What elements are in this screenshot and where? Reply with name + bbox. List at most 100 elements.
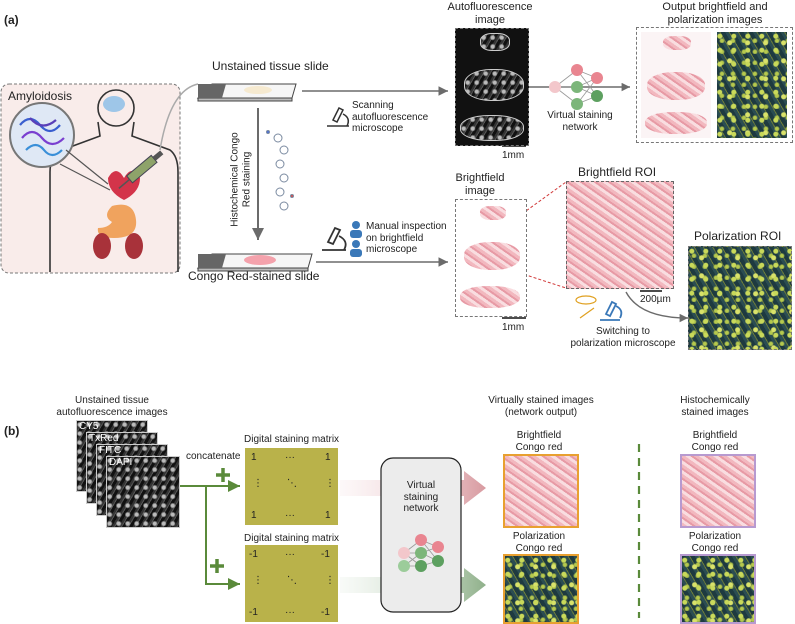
concatenate-label: concatenate xyxy=(186,451,241,462)
histo-bf-image xyxy=(680,454,756,528)
microscope-icon-top xyxy=(327,106,350,127)
inspector-person-icon-1 xyxy=(350,221,362,238)
output-line-2: polarization images xyxy=(667,13,763,26)
virtual-pol-label: Polarization Congo red xyxy=(484,531,594,554)
unstained-slide-label: Unstained tissue slide xyxy=(212,59,329,73)
scale-1mm-bottom-label: 1mm xyxy=(502,322,525,333)
matrix-bottom-ml: ⋮ xyxy=(253,575,263,586)
bf-tissue-2 xyxy=(464,242,520,270)
out-bf-tissue-2 xyxy=(647,72,705,100)
digital-staining-matrix-top: 1 ··· 1 ⋮ ⋱ ⋮ 1 ··· 1 xyxy=(245,448,338,525)
neural-network-icon-bottom xyxy=(398,534,444,572)
matrix-bottom-bl: -1 xyxy=(249,607,258,618)
matrix-bottom-bm: ··· xyxy=(285,607,295,618)
histo-pol-line-2: Congo red xyxy=(691,542,739,554)
panel-b-letter: (b) xyxy=(4,424,20,438)
virtual-pol-line-1: Polarization xyxy=(512,531,566,542)
congo-slide-icon xyxy=(196,253,313,272)
matrix-top-bl: 1 xyxy=(251,510,257,521)
autofluorescence-title: Autofluorescence image xyxy=(440,1,540,26)
scanning-line-3: microscope xyxy=(352,123,404,134)
manual-line-2: on brightfield xyxy=(366,232,424,244)
scale-200um-label: 200µm xyxy=(640,294,671,305)
bf-image-line-2: image xyxy=(465,184,495,197)
channel-label-fitc: FITC xyxy=(99,445,122,456)
histochem-label: Histochemical Congo Red staining xyxy=(230,125,253,235)
scale-1mm-top-label: 1mm xyxy=(502,150,525,161)
histochem-line-2: Red staining xyxy=(241,151,252,208)
congo-red-molecule-icon xyxy=(266,130,294,211)
brightfield-image-title: Brightfield image xyxy=(440,172,520,197)
autofluorescence-image xyxy=(455,28,529,146)
polarization-roi-title: Polarization ROI xyxy=(694,229,782,243)
out-bf-tissue-1 xyxy=(663,36,691,50)
network-box-label: Virtual staining network xyxy=(381,480,461,515)
out-bf-tissue-3 xyxy=(645,112,707,134)
bf-tissue-3 xyxy=(460,286,520,308)
kidney-right-icon xyxy=(125,233,143,259)
output-images-box xyxy=(636,27,793,143)
bf-tissue-1 xyxy=(480,206,506,220)
scanning-line-1: Scanning xyxy=(352,100,394,111)
af-tissue-1 xyxy=(480,33,510,51)
switching-label: Switching to polarization microscope xyxy=(560,326,686,349)
plus-icon-top xyxy=(216,468,230,482)
unstained-af-line-2: autofluorescence images xyxy=(56,406,168,418)
neural-network-icon-top xyxy=(549,64,603,110)
virtual-pol-image xyxy=(503,554,579,624)
matrix-title-top: Digital staining matrix xyxy=(244,434,340,445)
scanning-label: Scanning autofluorescence microscope xyxy=(352,100,428,135)
microscope-icon-polarization xyxy=(600,300,623,321)
brightfield-roi-title: Brightfield ROI xyxy=(578,165,657,179)
polarizer-switch-icon xyxy=(575,295,597,319)
virtual-net-line-2: network xyxy=(562,121,598,133)
autofluor-line-2: image xyxy=(475,13,505,26)
virtual-bf-label: Brightfield Congo red xyxy=(484,430,594,453)
virt-title-line-2: (network output) xyxy=(504,406,578,418)
manual-line-3: microscope xyxy=(366,244,418,255)
matrix-top-tm: ··· xyxy=(285,452,295,463)
stomach-icon xyxy=(97,204,137,238)
matrix-top-bm: ··· xyxy=(285,510,295,521)
virtual-network-label: Virtual staining network xyxy=(540,110,620,133)
channel-label-cy5: CY5 xyxy=(79,421,99,432)
digital-staining-matrix-bottom: -1 ··· -1 ⋮ ⋱ ⋮ -1 ··· -1 xyxy=(245,545,338,622)
histo-pol-image xyxy=(680,554,756,624)
matrix-bottom-mr: ⋮ xyxy=(325,575,335,586)
virtual-pol-line-2: Congo red xyxy=(515,542,563,554)
matrix-top-br: 1 xyxy=(325,510,331,521)
brightfield-roi-image xyxy=(566,181,674,289)
polarization-roi-image xyxy=(688,246,792,350)
manual-inspection-label: Manual inspection on brightfield microsc… xyxy=(366,221,447,256)
brain-icon xyxy=(103,96,125,112)
unstained-af-title: Unstained tissue autofluorescence images xyxy=(52,395,172,418)
hist-title-line-1: Histochemically xyxy=(680,395,750,406)
matrix-top-mr: ⋮ xyxy=(325,478,335,489)
matrix-bottom-tl: -1 xyxy=(249,549,258,560)
magnifier-icon xyxy=(9,102,75,168)
histo-bf-line-1: Brightfield xyxy=(692,430,738,441)
network-line-1: Virtual xyxy=(406,480,436,491)
af-tissue-2 xyxy=(464,69,524,101)
kidney-left-icon xyxy=(93,233,111,259)
output-line-1: Output brightfield and xyxy=(662,1,768,13)
microscope-icon-bottom xyxy=(322,226,347,251)
matrix-top-ml: ⋮ xyxy=(253,478,263,489)
channel-image-dapi xyxy=(106,456,180,528)
virtual-net-line-1: Virtual staining xyxy=(547,110,613,121)
output-title: Output brightfield and polarization imag… xyxy=(640,1,790,26)
output-brightfield xyxy=(641,32,711,138)
histo-pol-label: Polarization Congo red xyxy=(660,531,770,554)
unstained-slide-icon xyxy=(196,83,297,102)
virtual-images-title: Virtually stained images (network output… xyxy=(476,395,606,418)
histochem-line-1: Histochemical Congo xyxy=(229,132,241,227)
matrix-top-tr: 1 xyxy=(325,452,331,463)
hist-title-line-2: stained images xyxy=(681,406,749,418)
matrix-top-mm: ⋱ xyxy=(287,478,297,489)
manual-line-1: Manual inspection xyxy=(366,221,447,232)
matrix-title-bottom: Digital staining matrix xyxy=(244,533,340,544)
virtual-bf-image xyxy=(503,454,579,528)
network-line-2: staining xyxy=(403,491,439,503)
virtual-bf-line-1: Brightfield xyxy=(516,430,562,441)
